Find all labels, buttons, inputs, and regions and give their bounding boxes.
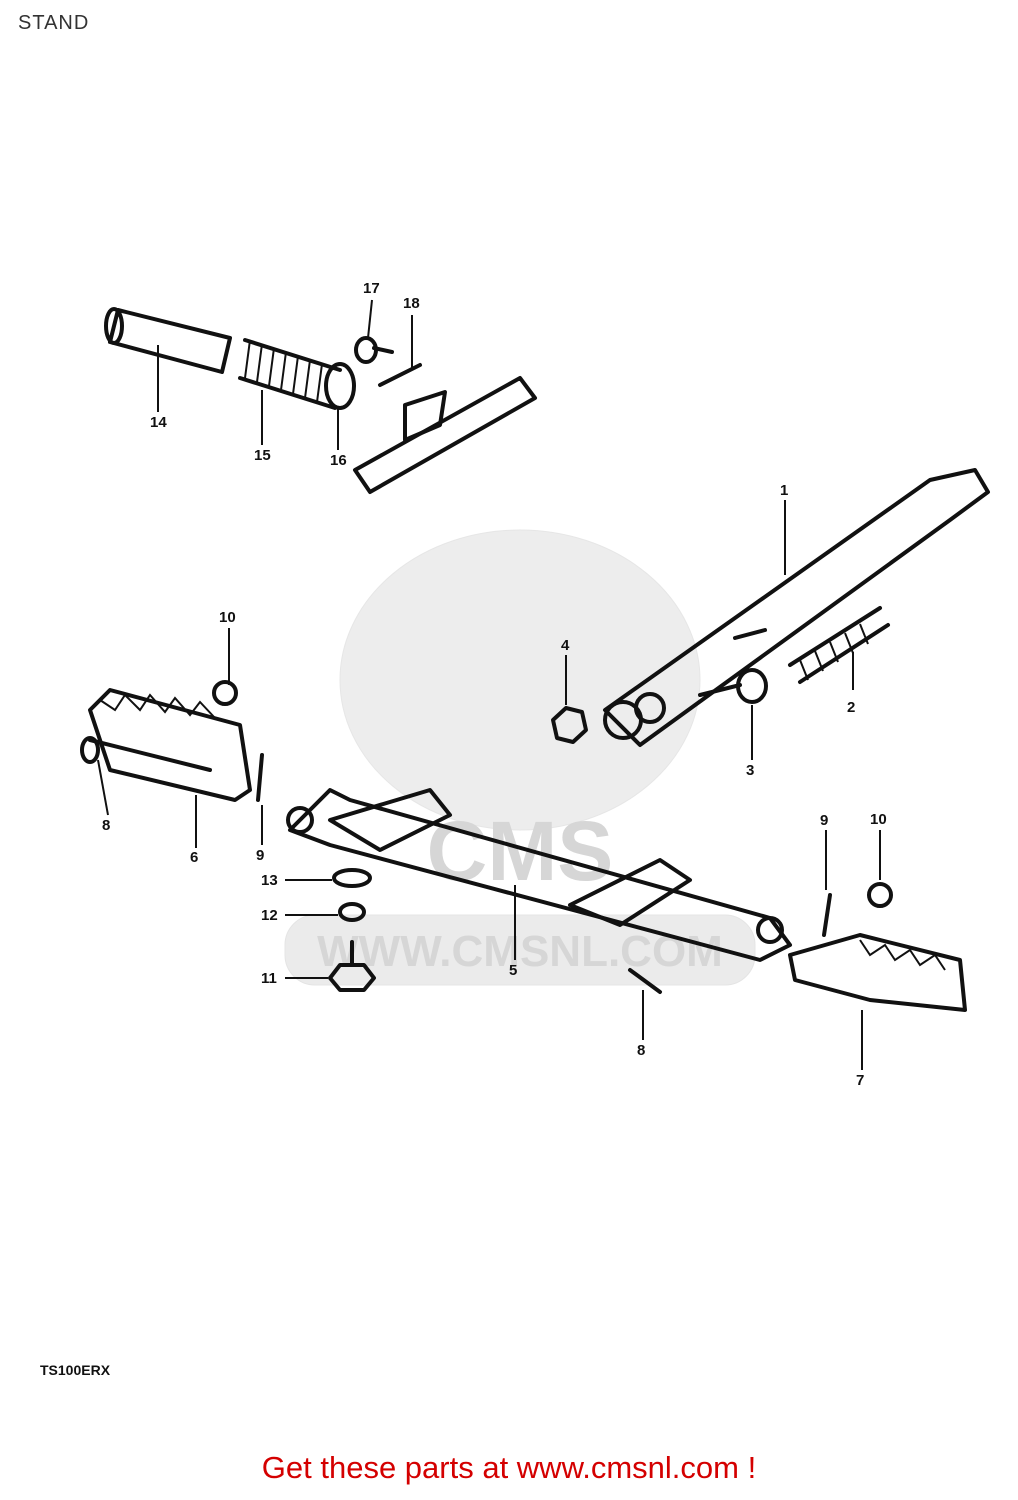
- part-6-left-footrest: [88, 688, 252, 802]
- callout-12: 12: [261, 907, 278, 924]
- part-8-pin-shaft-left: [88, 738, 212, 772]
- callout-2: 2: [847, 699, 855, 716]
- part-16-collar: [324, 362, 356, 410]
- part-11-bolt: [328, 940, 376, 992]
- callout-4: 4: [561, 637, 570, 654]
- callout-5: 5: [509, 962, 517, 979]
- callout-8-right: 8: [637, 1042, 645, 1059]
- callout-6: 6: [190, 849, 198, 866]
- callout-14: 14: [150, 414, 167, 431]
- part-7-right-footrest: [788, 933, 967, 1012]
- part-8-pin-right: [628, 968, 662, 994]
- model-code: TS100ERX: [40, 1362, 111, 1378]
- callout-10-left: 10: [219, 609, 236, 626]
- leader-lines: [97, 299, 881, 1070]
- callout-8-left: 8: [102, 817, 110, 834]
- part-2-stand-spring: [788, 606, 890, 684]
- part-15-spring: [238, 338, 342, 410]
- part-17-clevis-pin: [354, 336, 394, 364]
- callout-16: 16: [330, 452, 347, 469]
- callout-18: 18: [403, 295, 420, 312]
- part-10-spring-right: [867, 882, 893, 908]
- callout-13: 13: [261, 872, 278, 889]
- footer-link[interactable]: Get these parts at www.cmsnl.com !: [261, 1450, 757, 1485]
- part-5-footrest-bar: [286, 788, 792, 962]
- part-14-pin: [104, 307, 232, 374]
- part-3-stand-bolt: [698, 668, 768, 704]
- part-9-cotter-right: [822, 893, 832, 937]
- watermark-brand: CMS: [427, 804, 614, 898]
- watermark-logo: CMS WWW.CMSNL.COM: [284, 529, 756, 986]
- callout-3: 3: [746, 762, 754, 779]
- watermark-url: WWW.CMSNL.COM: [317, 927, 723, 976]
- part-9-cotter-left: [256, 753, 264, 802]
- part-10-spring-left: [212, 680, 238, 706]
- callout-9-right: 9: [820, 812, 828, 829]
- callout-1: 1: [780, 482, 788, 499]
- callout-9-left: 9: [256, 847, 264, 864]
- callout-17: 17: [363, 280, 380, 297]
- callout-labels: 1 2 3 4 5 6 7 8 8 9 9 10 10 11 12 13 14 …: [102, 280, 887, 1089]
- part-4-nut: [551, 706, 588, 744]
- callout-15: 15: [254, 447, 271, 464]
- callout-11: 11: [261, 970, 277, 987]
- part-13-washer: [332, 868, 372, 888]
- diagram-title: STAND: [18, 12, 90, 34]
- part-1-side-stand: [603, 468, 990, 747]
- part-18-cotter-pin: [378, 363, 422, 387]
- part-12-lock-washer: [338, 902, 366, 922]
- callout-10-right: 10: [870, 811, 887, 828]
- rear-footrest-bar: [353, 376, 537, 494]
- callout-7: 7: [856, 1072, 864, 1089]
